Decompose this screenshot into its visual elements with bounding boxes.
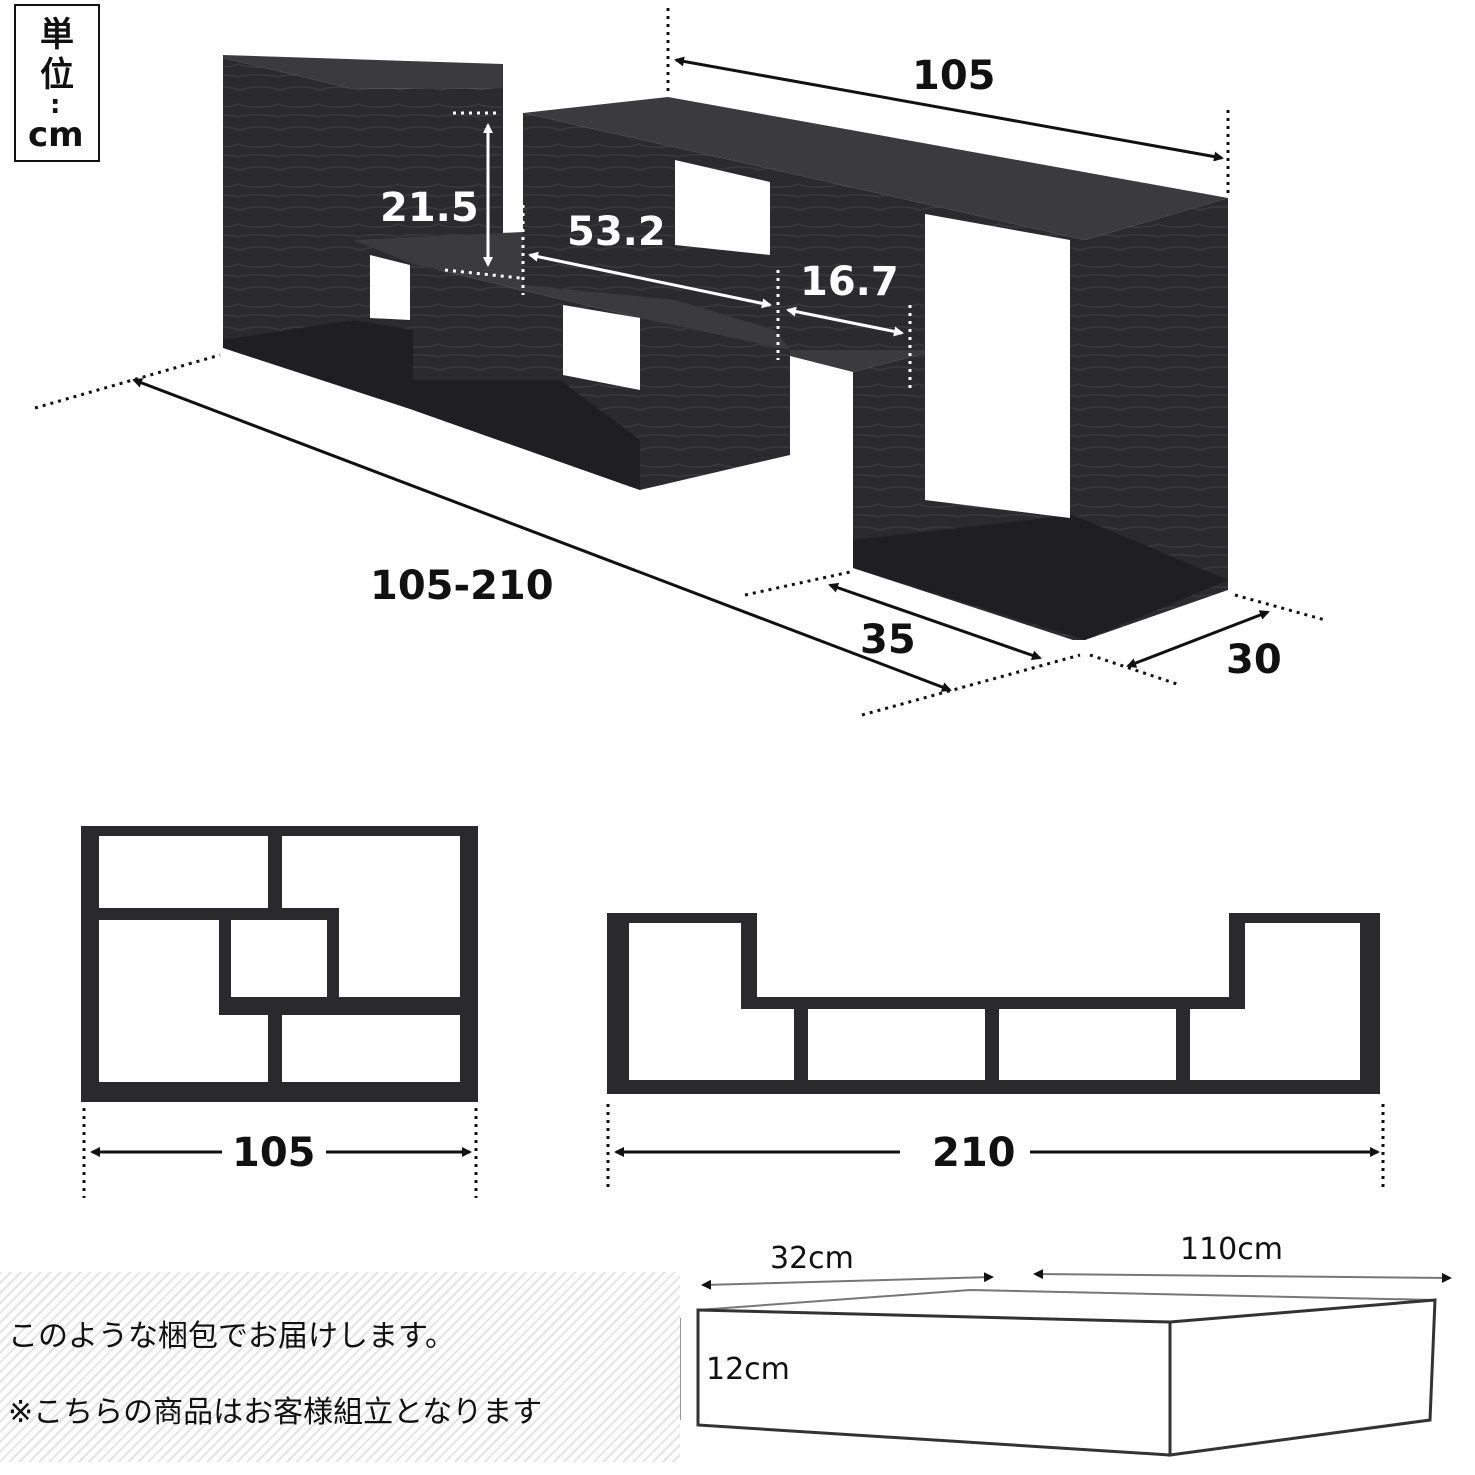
front210-dims bbox=[606, 1104, 1385, 1192]
front210-mid-shelf bbox=[741, 997, 1245, 1009]
front210-top-left bbox=[607, 913, 757, 923]
front210-step-left bbox=[741, 913, 757, 1005]
box-side-face bbox=[1168, 1298, 1437, 1457]
opening-4 bbox=[563, 305, 640, 390]
front105-bottom bbox=[81, 1082, 478, 1102]
box-top-face bbox=[697, 1288, 1436, 1324]
label-top-length: 105 bbox=[912, 53, 996, 99]
package-length-label: 110cm bbox=[1180, 1232, 1283, 1267]
front210-bottom bbox=[607, 1080, 1380, 1094]
right-unit-side bbox=[1085, 198, 1228, 640]
front210-div3 bbox=[1176, 1005, 1190, 1087]
label-inner-span: 53.2 bbox=[567, 209, 666, 255]
unit-char-2: 位 bbox=[40, 55, 74, 95]
front210-div2 bbox=[985, 1005, 999, 1087]
front210-step-right bbox=[1229, 913, 1245, 1005]
front105-shelf2 bbox=[219, 997, 460, 1015]
front105-div2 bbox=[219, 916, 231, 1014]
dim-30-ext-left bbox=[1089, 653, 1181, 687]
dimension-lines-3d bbox=[34, 8, 1326, 717]
package-box bbox=[679, 1269, 1452, 1457]
opening-1 bbox=[675, 160, 770, 255]
left-unit-side bbox=[223, 58, 353, 348]
label-depth: 30 bbox=[1226, 637, 1282, 683]
left-unit-top bbox=[223, 55, 503, 89]
package-height-label: 12cm bbox=[706, 1352, 790, 1387]
label-stacked-width: 105 bbox=[232, 1130, 316, 1176]
front105-div4 bbox=[268, 1015, 282, 1085]
front105-div3 bbox=[327, 916, 339, 1004]
label-extended-width: 210 bbox=[932, 1130, 1016, 1176]
front105-top bbox=[81, 826, 478, 836]
shelf-3d-view bbox=[223, 55, 1228, 640]
dim-35-ext-left bbox=[744, 570, 851, 597]
unit-char-1: 単 bbox=[40, 15, 74, 55]
front210-left bbox=[607, 913, 629, 1093]
dim-53-2-line bbox=[528, 251, 772, 309]
box-width-arrow bbox=[701, 1272, 994, 1290]
front-view-210 bbox=[607, 913, 1380, 1094]
unit-label-box: 単 位 : cm bbox=[14, 4, 100, 162]
unit-char-cm: cm bbox=[28, 115, 84, 155]
opening-3 bbox=[370, 255, 410, 320]
label-offset: 16.7 bbox=[800, 259, 899, 305]
label-total-length: 105-210 bbox=[370, 563, 554, 609]
front210-right bbox=[1360, 913, 1380, 1093]
dim-30-line bbox=[1126, 610, 1270, 668]
front105-dims bbox=[82, 1108, 478, 1198]
box-length-arrow bbox=[1033, 1269, 1452, 1283]
front105-left bbox=[81, 826, 99, 1102]
dim-total-line bbox=[132, 378, 952, 692]
opening-2 bbox=[925, 214, 1070, 518]
label-unit-width: 35 bbox=[860, 617, 916, 663]
unit-char-colon: : bbox=[50, 90, 61, 120]
front105-div1 bbox=[268, 836, 282, 912]
note-background bbox=[0, 1272, 680, 1462]
dim-105-top-line bbox=[674, 56, 1224, 162]
dim-30-ext-right bbox=[1234, 593, 1326, 622]
dim-35-line bbox=[828, 582, 1042, 661]
label-height: 21.5 bbox=[380, 185, 479, 231]
front210-top-right bbox=[1229, 913, 1380, 923]
package-note-line2: ※こちらの商品はお客様組立となります bbox=[8, 1395, 543, 1430]
dim-16-7-line bbox=[786, 306, 904, 337]
dim-total-ext-left bbox=[34, 353, 221, 410]
front-view-105 bbox=[81, 826, 478, 1102]
dim-total-ext-right bbox=[861, 653, 1081, 717]
front105-right bbox=[460, 826, 478, 1102]
front105-shelf1 bbox=[99, 908, 339, 920]
package-width-label: 32cm bbox=[770, 1241, 854, 1276]
front210-div1 bbox=[794, 1005, 808, 1087]
package-note-line1: このような梱包でお届けします。 bbox=[8, 1319, 455, 1354]
